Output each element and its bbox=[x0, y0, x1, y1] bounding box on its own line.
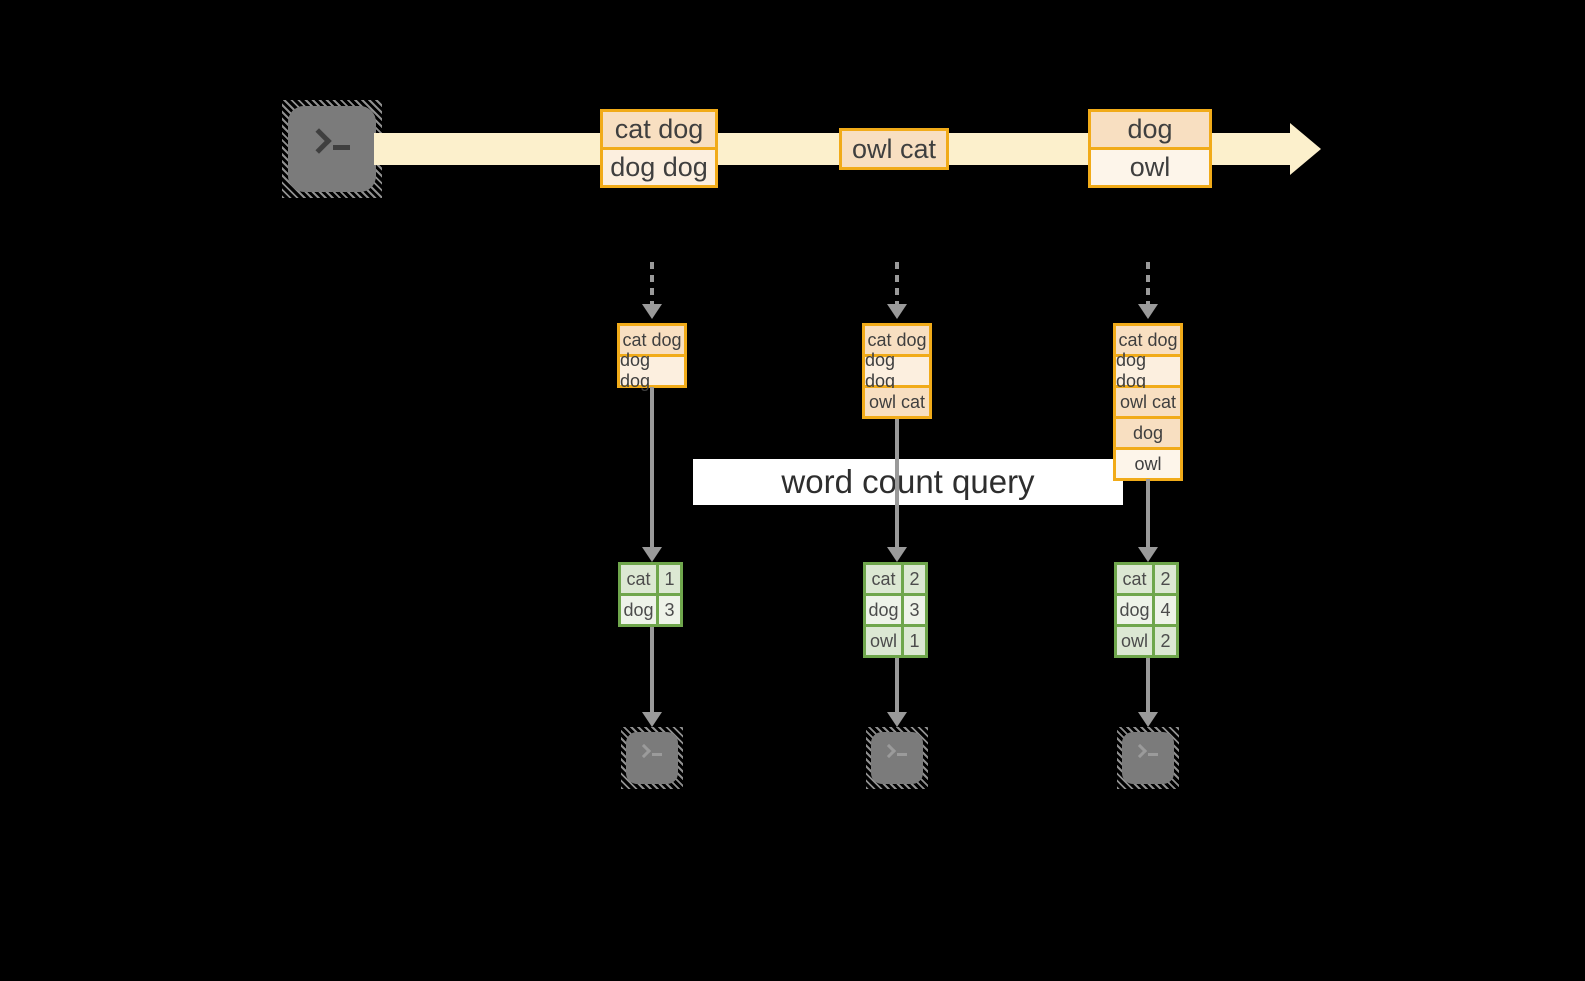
arrow-right-icon bbox=[1290, 123, 1321, 175]
arrow-down-icon bbox=[1146, 658, 1150, 712]
accumulated-stack-1: cat dog dog dog bbox=[617, 323, 687, 391]
word-cell: cat bbox=[866, 565, 901, 593]
prompt-icon bbox=[881, 743, 907, 759]
count-table-2: cat 2 dog 3 owl 1 bbox=[863, 562, 928, 658]
record: dog dog bbox=[603, 150, 715, 185]
terminal-icon bbox=[288, 106, 376, 192]
record: owl cat bbox=[1116, 388, 1180, 416]
arrow-down-icon bbox=[895, 419, 899, 547]
count-cell: 3 bbox=[659, 596, 680, 624]
arrowhead-icon bbox=[887, 547, 907, 562]
arrowhead-icon bbox=[1138, 547, 1158, 562]
count-cell: 1 bbox=[904, 627, 925, 655]
record: cat dog bbox=[1116, 326, 1180, 354]
arrow-down-dashed-icon bbox=[650, 262, 654, 304]
terminal-icon bbox=[1122, 732, 1174, 784]
arrowhead-icon bbox=[1138, 304, 1158, 319]
accumulated-stack-3: cat dog dog dog owl cat dog owl bbox=[1113, 323, 1183, 481]
terminal-icon bbox=[871, 732, 923, 784]
prompt-icon bbox=[636, 743, 662, 759]
record: owl cat bbox=[865, 388, 929, 416]
terminal-icon bbox=[626, 732, 678, 784]
accumulated-stack-2: cat dog dog dog owl cat bbox=[862, 323, 932, 419]
word-cell: dog bbox=[866, 596, 901, 624]
terminal-sink-icon-2 bbox=[866, 727, 928, 789]
count-cell: 2 bbox=[1155, 627, 1176, 655]
prompt-icon bbox=[306, 128, 350, 154]
word-cell: cat bbox=[621, 565, 656, 593]
stream-batch-3: dog owl bbox=[1088, 109, 1212, 188]
word-cell: cat bbox=[1117, 565, 1152, 593]
record: dog bbox=[1091, 112, 1209, 147]
record: cat dog bbox=[620, 326, 684, 354]
terminal-sink-icon-3 bbox=[1117, 727, 1179, 789]
prompt-icon bbox=[1132, 743, 1158, 759]
record: dog bbox=[1116, 419, 1180, 447]
arrow-down-icon bbox=[895, 658, 899, 712]
arrow-down-icon bbox=[650, 627, 654, 712]
arrowhead-icon bbox=[887, 712, 907, 727]
word-cell: dog bbox=[621, 596, 656, 624]
word-cell: owl bbox=[866, 627, 901, 655]
record: dog dog bbox=[1116, 350, 1180, 391]
stream-batch-2: owl cat bbox=[839, 128, 949, 170]
arrow-down-dashed-icon bbox=[895, 262, 899, 304]
count-cell: 1 bbox=[659, 565, 680, 593]
word-cell: dog bbox=[1117, 596, 1152, 624]
arrowhead-icon bbox=[642, 547, 662, 562]
arrowhead-icon bbox=[642, 712, 662, 727]
record: dog dog bbox=[620, 350, 684, 391]
record: owl cat bbox=[842, 131, 946, 167]
record: cat dog bbox=[865, 326, 929, 354]
count-cell: 2 bbox=[904, 565, 925, 593]
count-table-3: cat 2 dog 4 owl 2 bbox=[1114, 562, 1179, 658]
arrowhead-icon bbox=[642, 304, 662, 319]
count-table-1: cat 1 dog 3 bbox=[618, 562, 683, 627]
record: owl bbox=[1091, 150, 1209, 185]
arrow-down-icon bbox=[1146, 479, 1150, 547]
arrowhead-icon bbox=[887, 304, 907, 319]
query-label-text: word count query bbox=[781, 463, 1035, 500]
record: owl bbox=[1116, 450, 1180, 478]
terminal-source-icon bbox=[282, 100, 382, 198]
arrowhead-icon bbox=[1138, 712, 1158, 727]
arrow-down-dashed-icon bbox=[1146, 262, 1150, 304]
count-cell: 3 bbox=[904, 596, 925, 624]
terminal-sink-icon-1 bbox=[621, 727, 683, 789]
stream-batch-1: cat dog dog dog bbox=[600, 109, 718, 188]
word-cell: owl bbox=[1117, 627, 1152, 655]
count-cell: 4 bbox=[1155, 596, 1176, 624]
arrow-down-icon bbox=[650, 387, 654, 547]
record: dog dog bbox=[865, 350, 929, 391]
query-label: word count query bbox=[693, 459, 1123, 505]
count-cell: 2 bbox=[1155, 565, 1176, 593]
record: cat dog bbox=[603, 112, 715, 147]
